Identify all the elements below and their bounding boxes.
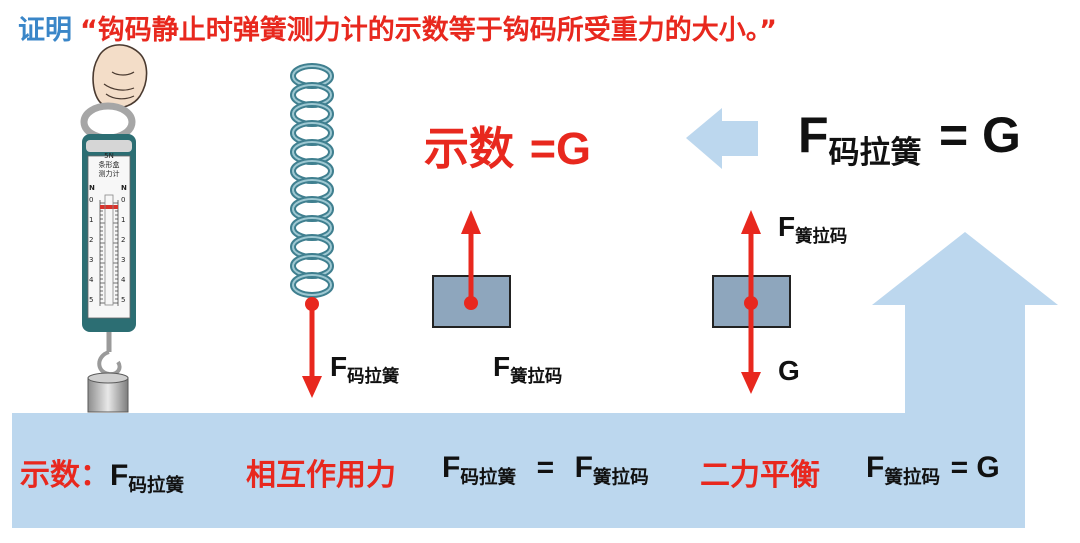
scale-tick-label: 0 — [121, 196, 126, 204]
scale-rating: 5N — [104, 152, 114, 160]
force-symbol: F — [778, 211, 796, 242]
coil-spring-icon — [290, 63, 334, 298]
label-block2-down-weight: G — [778, 355, 800, 386]
result-reading-equals: =G — [529, 123, 591, 174]
force-symbol: F — [866, 451, 885, 484]
label-spring-down-force: F码拉簧 — [330, 350, 399, 387]
result-reading-equals-g: 示数 =G — [424, 112, 591, 177]
force-symbol: F — [330, 351, 348, 382]
left-arrow-icon — [686, 108, 758, 169]
result-spring-force-equals-g: F码拉簧 = G — [798, 106, 1021, 172]
force-subscript: 码拉簧 — [828, 134, 922, 171]
scale-tick-label: 1 — [89, 216, 94, 224]
bottom-arrow-band — [12, 232, 1058, 528]
force-arrow-block2-up — [741, 210, 761, 303]
bottom-reading: 示数：F码拉簧 — [20, 450, 184, 498]
scale-tick-label: 0 — [89, 196, 94, 204]
force-symbol: F — [110, 459, 129, 492]
force-subscript: 码拉簧 — [347, 367, 400, 388]
scale-unit-right: N — [121, 184, 127, 192]
scale-tick-label: 3 — [89, 256, 94, 264]
force-symbol: F — [493, 351, 511, 382]
balance-rhs: = G — [950, 451, 1000, 484]
scale-tick-label: 4 — [121, 276, 126, 284]
scale-unit-left: N — [89, 184, 95, 192]
scale-tick-label: 5 — [121, 296, 126, 304]
hand-icon — [92, 44, 148, 109]
force-subscript: 簧拉码 — [795, 227, 848, 248]
scale-name: 测力计 — [98, 170, 120, 178]
scale-tick-label: 1 — [121, 216, 126, 224]
scale-tick-label: 3 — [121, 256, 126, 264]
scale-tick-label: 2 — [121, 236, 126, 244]
label-block2-up-force: F簧拉码 — [778, 210, 847, 247]
bottom-balance-equation: F簧拉码 = G — [866, 450, 1000, 490]
bottom-reading-label: 示数： — [20, 458, 110, 493]
force-arrow-block1-up — [461, 210, 481, 310]
force-symbol: F — [574, 451, 593, 484]
force-symbol: F — [442, 451, 461, 484]
result-reading-label: 示数 — [424, 122, 515, 175]
force-subscript: 簧拉码 — [592, 467, 649, 489]
bottom-mutual-label: 相互作用力 — [246, 458, 396, 493]
scale-tick-label: 2 — [89, 236, 94, 244]
title-statement: “钩码静止时弹簧测力计的示数等于钩码所受重力的大小。” — [80, 15, 777, 46]
scale-type: 条形盒 — [98, 161, 120, 169]
force-arrow-spring-down — [302, 297, 322, 398]
force-subscript: 码拉簧 — [460, 467, 517, 489]
force-arrow-block2-down — [741, 296, 761, 394]
scale-face-labels: 5N 条形盒 测力计 — [88, 152, 130, 179]
label-block1-up-force: F簧拉码 — [493, 350, 562, 387]
scale-tick-label: 4 — [89, 276, 94, 284]
spring-scale-icon — [80, 44, 148, 413]
equals-sign: = — [536, 451, 555, 484]
bottom-mutual-equation: F码拉簧 = F簧拉码 — [442, 450, 649, 490]
force-subscript: 簧拉码 — [884, 467, 941, 489]
force-subscript: 簧拉码 — [510, 367, 563, 388]
force-symbol: F — [798, 107, 829, 163]
force-subscript: 码拉簧 — [128, 475, 185, 497]
page-title: 证明 “钩码静止时弹簧测力计的示数等于钩码所受重力的大小。” — [18, 8, 777, 47]
title-lead: 证明 — [18, 15, 72, 46]
result-rhs: = G — [938, 107, 1021, 163]
bottom-balance-label: 二力平衡 — [700, 458, 820, 493]
spring-coil-highlight — [292, 274, 332, 296]
scale-tick-label: 5 — [89, 296, 94, 304]
